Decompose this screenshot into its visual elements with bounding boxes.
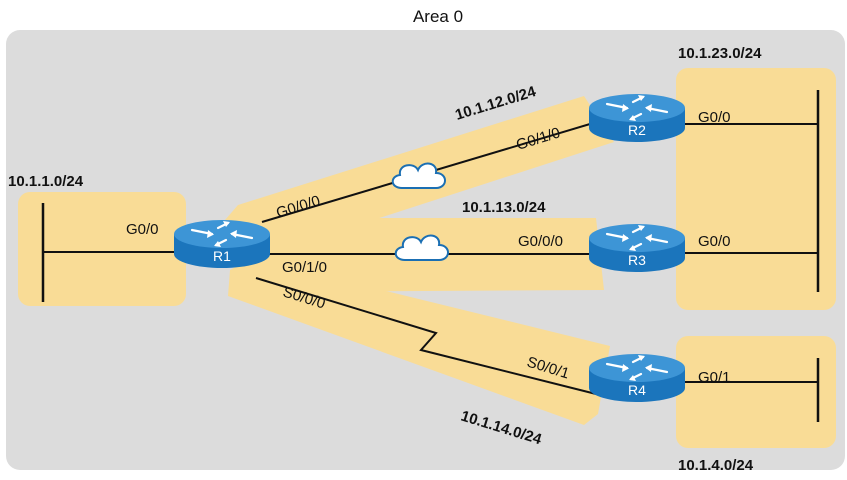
router-r2[interactable]: R2 [587, 92, 687, 144]
interface-label-r1-lan: G0/0 [126, 221, 159, 238]
router-r1-label: R1 [213, 248, 231, 264]
subnet-r1-lan-shape [18, 192, 186, 306]
subnet-label-r4-lan: 10.1.4.0/24 [678, 457, 754, 474]
subnet-r4-lan-shape [676, 336, 836, 448]
router-r3[interactable]: R3 [587, 222, 687, 274]
interface-label-r1-to-r3: G0/1/0 [282, 259, 327, 276]
area-title: Area 0 [413, 7, 463, 26]
subnet-r1-r4-shape [228, 258, 610, 425]
interface-label-r3-to-r1: G0/0/0 [518, 233, 563, 250]
router-r4-label: R4 [628, 382, 646, 398]
interface-label-r3-lan: G0/0 [698, 233, 731, 250]
router-r1[interactable]: R1 [172, 218, 272, 270]
subnet-label-r1-r3: 10.1.13.0/24 [462, 199, 546, 216]
subnet-r2-r3-lan-shape [676, 68, 836, 310]
r1-r4-serial-link [255, 277, 597, 395]
subnet-label-r2-r3-lan: 10.1.23.0/24 [678, 45, 762, 62]
interface-label-r4-lan: G0/1 [698, 369, 731, 386]
interface-label-r2-lan: G0/0 [698, 109, 731, 126]
subnet-label-r1-lan: 10.1.1.0/24 [8, 173, 84, 190]
router-r3-label: R3 [628, 252, 646, 268]
router-r2-label: R2 [628, 122, 646, 138]
router-r4[interactable]: R4 [587, 352, 687, 404]
